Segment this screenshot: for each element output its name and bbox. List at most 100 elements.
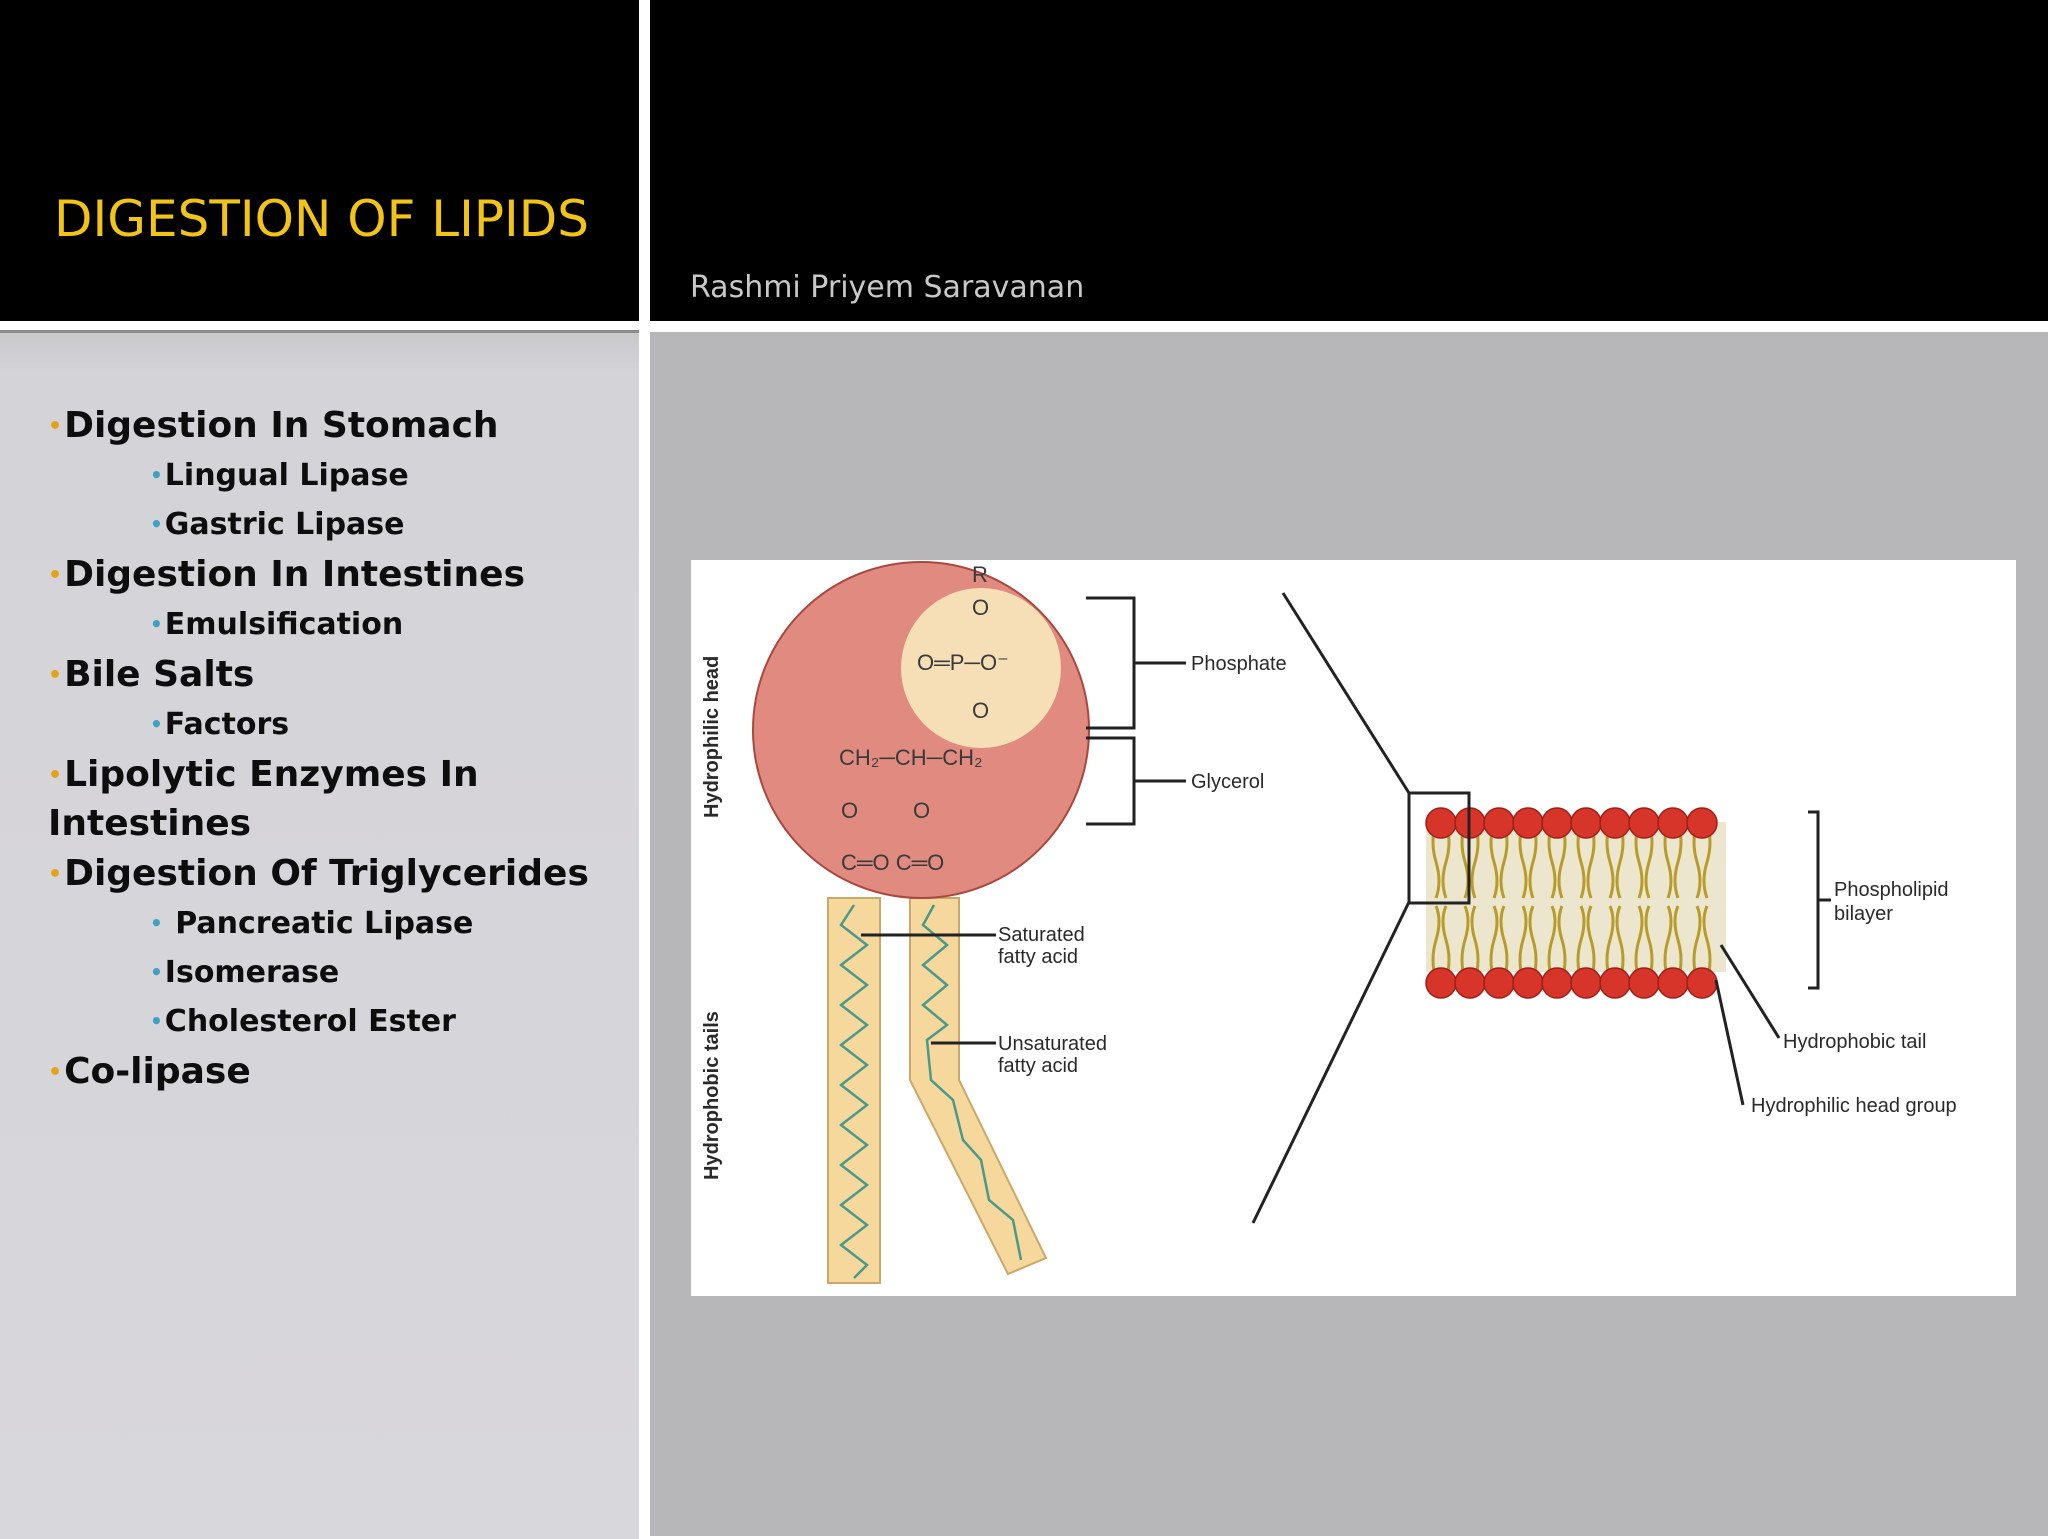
bullet-dot-icon: • <box>150 612 163 636</box>
label-hydrophobic-tails: Hydrophobic tails <box>701 1011 723 1180</box>
label-hydrophilic-head: Hydrophilic head <box>701 656 723 818</box>
label-hydrophobic-tail: Hydrophobic tail <box>1783 1031 1926 1053</box>
lipid-head-icon <box>1483 807 1515 839</box>
lipid-tail <box>1663 905 1673 981</box>
lipid-tail <box>1576 905 1586 981</box>
zoom-box <box>1407 791 1471 905</box>
label-bilayer: Phospholipid <box>1834 879 1949 901</box>
lipid-tail <box>1547 905 1557 981</box>
lipid-head-icon <box>1541 807 1573 839</box>
sub-bullet-item: •Cholesterol Ester <box>150 1004 456 1039</box>
lipid-tail <box>1692 905 1702 981</box>
subtitle-panel: Rashmi Priyem Saravanan <box>650 0 2048 321</box>
lipid-tail <box>1586 905 1596 981</box>
bullet-dot-icon: • <box>150 1009 163 1033</box>
chem-o-left: O <box>841 798 858 823</box>
lipid-tail <box>1702 905 1712 981</box>
bullet-dot-icon: • <box>150 712 163 736</box>
lipid-tail <box>1557 905 1567 981</box>
lipid-tail <box>1644 905 1654 981</box>
phospholipid-diagram: R O O═P─O⁻ O CH₂─CH─CH₂ O O C═O C═O Hydr… <box>701 561 1957 1284</box>
bullet-item: •Bile Salts <box>48 654 255 695</box>
chem-o-mid: O <box>972 698 989 723</box>
lipid-tail <box>1431 905 1441 981</box>
sub-bullet-item: •Isomerase <box>150 955 340 990</box>
label-saturated-sub: fatty acid <box>998 946 1078 968</box>
bullet-dot-icon: • <box>150 960 163 984</box>
lipid-head-icon <box>1512 807 1544 839</box>
bullet-item: •Digestion In Stomach <box>48 405 499 446</box>
bullet-list: •Digestion In Stomach •Lingual Lipase •G… <box>48 400 628 1097</box>
lipid-head-icon <box>1657 807 1689 839</box>
bullet-dot-icon: • <box>48 763 63 788</box>
label-glycerol: Glycerol <box>1191 771 1264 793</box>
sub-bullet-item: • Pancreatic Lipase <box>150 906 474 941</box>
unsaturated-chain <box>921 904 1023 1261</box>
hydrophilic-head-circle <box>752 561 1090 899</box>
lipid-tail <box>1499 905 1509 981</box>
sub-bullet-item: •Factors <box>150 707 290 742</box>
bullet-dot-icon: • <box>150 911 163 935</box>
chem-glycerol-row: CH₂─CH─CH₂ <box>839 745 983 770</box>
lipid-tail <box>1460 905 1470 981</box>
lipid-head-icon <box>1454 967 1486 999</box>
bilayer-bracket <box>1808 810 1820 990</box>
label-unsaturated-sub: fatty acid <box>998 1055 1078 1077</box>
label-saturated: Saturated <box>998 924 1085 946</box>
bullet-dot-icon: • <box>150 463 163 487</box>
phosphate-bracket <box>1086 596 1136 730</box>
saturated-chain <box>838 904 870 1279</box>
phospholipid-figure: R O O═P─O⁻ O CH₂─CH─CH₂ O O C═O C═O Hydr… <box>691 560 2016 1296</box>
phosphate-circle <box>901 588 1061 748</box>
lipid-tail <box>1605 905 1615 981</box>
lipid-head-icon <box>1657 967 1689 999</box>
label-unsaturated: Unsaturated <box>998 1033 1107 1055</box>
lipid-tail <box>1489 905 1499 981</box>
lipid-tail <box>1634 905 1644 981</box>
lipid-tail <box>1615 905 1625 981</box>
glycerol-bracket <box>1086 736 1136 826</box>
bullet-dot-icon: • <box>150 512 163 536</box>
sub-bullet-item: •Gastric Lipase <box>150 507 405 542</box>
label-phosphate: Phosphate <box>1191 653 1287 675</box>
bullet-item: •Digestion Of Triglycerides <box>48 853 589 894</box>
lipid-head-icon <box>1425 967 1457 999</box>
lipid-head-icon <box>1541 967 1573 999</box>
lipid-tail <box>1518 905 1528 981</box>
slide-title: DIGESTION OF LIPIDS <box>54 190 590 248</box>
chem-o-top: O <box>972 595 989 620</box>
bullet-dot-icon: • <box>48 414 63 439</box>
slide-author: Rashmi Priyem Saravanan <box>690 270 1085 305</box>
lipid-head-icon <box>1628 807 1660 839</box>
lipid-head-icon <box>1686 807 1718 839</box>
label-bilayer-sub: bilayer <box>1834 903 1893 925</box>
bullet-dot-icon: • <box>48 862 63 887</box>
bullet-dot-icon: • <box>48 1060 63 1085</box>
bullet-item: •Digestion In Intestines <box>48 554 525 595</box>
bullet-dot-icon: • <box>48 563 63 588</box>
label-hydrophilic-head-group: Hydrophilic head group <box>1751 1095 1957 1117</box>
bullet-item: •Lipolytic Enzymes In Intestines <box>48 754 479 844</box>
bullet-dot-icon: • <box>48 663 63 688</box>
chem-o-right: O <box>913 798 930 823</box>
lipid-head-icon <box>1425 807 1457 839</box>
chem-phosphate-row: O═P─O⁻ <box>917 650 1009 675</box>
sub-bullet-item: •Emulsification <box>150 607 404 642</box>
lipid-head-icon <box>1483 967 1515 999</box>
lipid-tail <box>1528 905 1538 981</box>
lipid-head-icon <box>1570 807 1602 839</box>
lipid-tail <box>1673 905 1683 981</box>
chem-r: R <box>972 562 988 587</box>
lipid-head-icon <box>1599 967 1631 999</box>
lipid-tail <box>1441 905 1451 981</box>
chem-carbonyl-row: C═O C═O <box>841 850 944 875</box>
lipid-head-icon <box>1512 967 1544 999</box>
content-panel <box>0 330 639 1539</box>
title-panel: DIGESTION OF LIPIDS <box>0 0 639 321</box>
saturated-tail <box>827 897 881 1284</box>
unsaturated-tail <box>909 897 1048 1276</box>
lipid-head-icon <box>1686 967 1718 999</box>
lipid-tail <box>1470 905 1480 981</box>
sub-bullet-item: •Lingual Lipase <box>150 458 409 493</box>
lipid-head-icon <box>1599 807 1631 839</box>
